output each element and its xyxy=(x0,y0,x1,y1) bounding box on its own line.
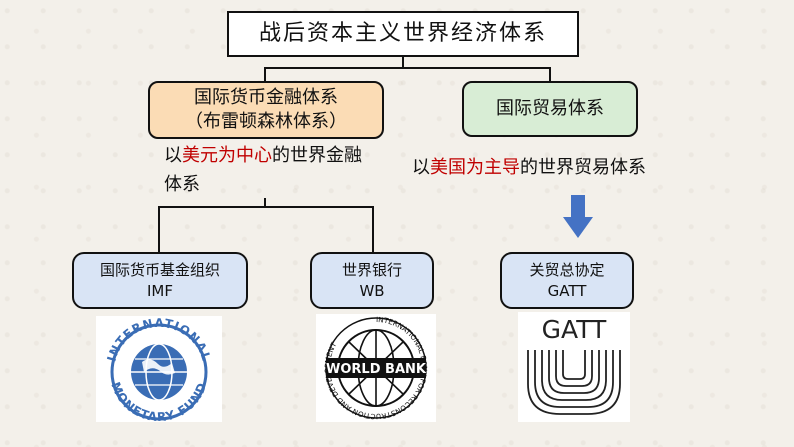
imf-abbr: IMF xyxy=(147,281,173,300)
connector-to-money xyxy=(264,67,266,81)
desc-highlight: 美元为中心 xyxy=(182,145,272,166)
imf-logo: INTERNATIONAL MONETARY FUND xyxy=(96,316,222,422)
root-title: 战后资本主义世界经济体系 xyxy=(258,21,547,47)
desc-prefix: 以 xyxy=(164,145,182,166)
connector-root-vertical xyxy=(402,57,404,68)
monetary-system-title: 国际货币金融体系 xyxy=(194,86,338,108)
desc-suffix: 的世界金融体系 xyxy=(164,145,362,195)
wb-name: 世界银行 xyxy=(341,261,402,280)
connector-bottom-horizontal xyxy=(158,206,374,208)
world-bank-logo: INTERNATIONAL BANK FOR RECONSTRUCTION AN… xyxy=(316,314,436,422)
desc-prefix: 以 xyxy=(412,157,430,178)
root-box: 战后资本主义世界经济体系 xyxy=(227,11,579,57)
desc-highlight: 美国为主导 xyxy=(430,157,520,178)
gatt-abbr: GATT xyxy=(547,281,587,300)
trade-system-description: 以美国为主导的世界贸易体系 xyxy=(412,154,646,183)
wb-abbr: WB xyxy=(359,281,385,300)
imf-box: 国际货币基金组织 IMF xyxy=(72,252,248,309)
connector-to-imf xyxy=(158,206,160,252)
gatt-logo: GATT xyxy=(518,312,630,422)
desc-suffix: 的世界贸易体系 xyxy=(520,157,646,178)
connector-to-trade xyxy=(549,67,551,81)
monetary-system-subtitle: （布雷顿森林体系） xyxy=(185,111,347,132)
imf-name: 国际货币基金组织 xyxy=(99,261,220,280)
trade-system-box: 国际贸易体系 xyxy=(462,81,638,137)
gatt-logo-text: GATT xyxy=(542,315,607,344)
monetary-system-box: 国际货币金融体系 （布雷顿森林体系） xyxy=(148,81,384,139)
trade-system-title: 国际贸易体系 xyxy=(496,97,604,119)
gatt-name: 关贸总协定 xyxy=(529,261,605,280)
down-arrow-icon xyxy=(563,195,593,238)
wb-logo-center-text: WORLD BANK xyxy=(326,362,427,377)
monetary-system-description: 以美元为中心的世界金融体系 xyxy=(164,142,364,200)
wb-box: 世界银行 WB xyxy=(310,252,434,309)
gatt-box: 关贸总协定 GATT xyxy=(500,252,634,309)
connector-to-wb xyxy=(372,206,374,252)
connector-money-vertical xyxy=(264,198,266,207)
connector-top-horizontal xyxy=(264,67,551,69)
